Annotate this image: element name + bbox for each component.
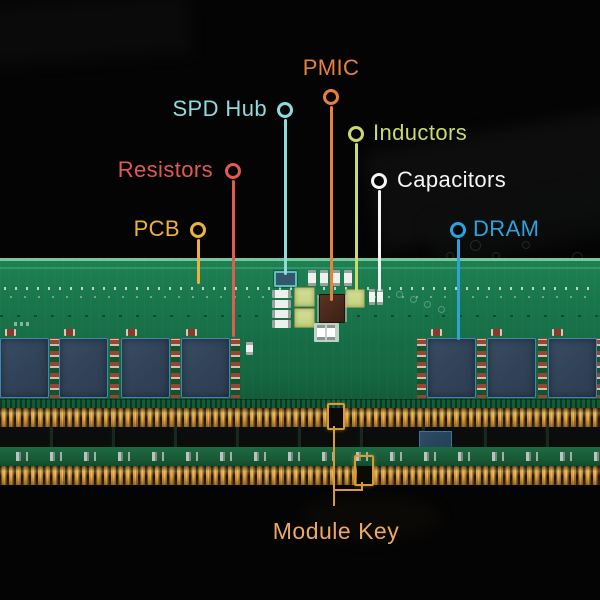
capacitor	[272, 300, 291, 308]
gold-edge-pins	[0, 408, 600, 427]
silkscreen-mark	[410, 296, 417, 303]
resistor-strip	[538, 338, 547, 398]
capacitor	[272, 310, 291, 318]
silkscreen-mark	[424, 301, 431, 308]
dram-chip	[548, 338, 597, 398]
gold-edge-pins	[0, 466, 600, 485]
dram-chip	[427, 338, 476, 398]
dram-chip	[0, 338, 49, 398]
pcb-trace-line	[0, 267, 600, 269]
capacitor	[369, 289, 375, 305]
callout-spd-hub-label: SPD Hub	[172, 96, 267, 121]
bg-blur-shape	[0, 0, 192, 68]
dram-chip	[121, 338, 170, 398]
capacitor	[332, 270, 340, 286]
smd-resistor	[5, 329, 16, 336]
capacitor	[272, 320, 291, 328]
inductor	[294, 308, 315, 328]
dram-chip	[59, 338, 108, 398]
bg-bokeh-ring	[470, 240, 481, 251]
resistor-strip	[231, 338, 240, 398]
inductor	[294, 287, 315, 307]
smd-resistor	[431, 329, 442, 336]
module-key-line	[333, 489, 363, 491]
smd-resistor	[64, 329, 75, 336]
module-key-notch	[329, 408, 343, 427]
callout-pcb-label: PCB	[133, 216, 180, 241]
inductor	[345, 289, 365, 308]
pmic-chip	[319, 294, 345, 323]
resistor-strip	[417, 338, 426, 398]
silkscreen-mark	[14, 322, 30, 326]
resistor-strip	[597, 338, 600, 398]
capacitor	[317, 325, 325, 340]
dram-chip	[487, 338, 536, 398]
smd-resistor	[186, 329, 197, 336]
resistor-strip	[171, 338, 180, 398]
smd-resistor	[126, 329, 137, 336]
bg-blur-glow	[300, 495, 440, 540]
capacitor-pair	[314, 323, 339, 342]
silkscreen-mark	[438, 306, 445, 313]
smd-resistor	[491, 329, 502, 336]
smd-resistor	[552, 329, 563, 336]
bg-bokeh-ring	[522, 241, 530, 249]
dram-chip	[181, 338, 230, 398]
capacitor	[308, 270, 316, 286]
spd-hub-chip	[274, 271, 297, 287]
callout-resistors-label: Resistors	[117, 157, 213, 182]
background-module-components	[0, 452, 600, 461]
edge-pad-row	[0, 399, 600, 409]
resistor-strip	[477, 338, 486, 398]
callout-inductors-marker	[347, 125, 364, 142]
capacitor	[327, 325, 335, 340]
capacitor	[272, 290, 291, 298]
pcb-board	[0, 258, 600, 409]
capacitor	[377, 289, 383, 305]
callout-pmic-marker	[322, 88, 339, 105]
callout-pcb-marker	[189, 221, 206, 238]
pcb-top-edge	[0, 258, 600, 261]
background-module-chips	[0, 427, 600, 447]
callout-spd-hub-marker	[276, 101, 293, 118]
resistor-strip	[50, 338, 59, 398]
capacitor	[320, 270, 328, 286]
callout-pmic-label: PMIC	[302, 55, 360, 80]
smd-component	[246, 342, 253, 355]
callout-spd-hub-line	[283, 119, 287, 275]
callout-resistors-marker	[224, 162, 241, 179]
module-key-notch	[357, 466, 372, 485]
resistor-strip	[110, 338, 119, 398]
silkscreen-mark	[396, 291, 403, 298]
capacitor	[344, 270, 352, 286]
